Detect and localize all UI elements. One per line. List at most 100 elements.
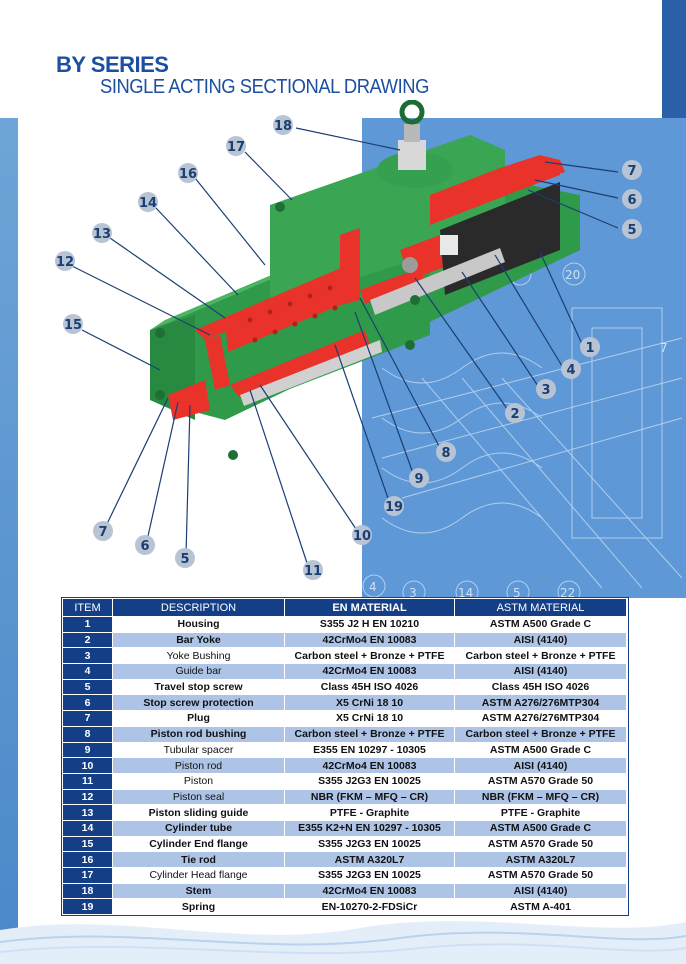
- item-cell: 16: [62, 851, 113, 868]
- header-astm-material: ASTM MATERIAL: [454, 598, 627, 617]
- svg-text:5: 5: [180, 552, 189, 567]
- item-cell: 11: [62, 772, 113, 790]
- astm-material-cell: AISI (4140): [454, 663, 627, 680]
- svg-text:14: 14: [139, 196, 157, 211]
- callouts: 18 17 16 14 13 12 15 7 6 5 1 4 3 2 8 9 1…: [55, 115, 642, 580]
- description-cell: Cylinder tube: [112, 819, 285, 837]
- astm-material-cell: ASTM A500 Grade C: [454, 616, 627, 633]
- item-cell: 19: [62, 898, 113, 916]
- astm-material-cell: NBR (FKM – MFQ – CR): [454, 788, 627, 806]
- item-cell: 5: [62, 678, 113, 696]
- item-cell: 10: [62, 757, 113, 774]
- description-cell: Piston rod bushing: [112, 725, 285, 743]
- svg-text:7: 7: [627, 164, 636, 179]
- item-cell: 18: [62, 882, 113, 900]
- description-cell: Piston sliding guide: [112, 804, 285, 821]
- astm-material-cell: ASTM A570 Grade 50: [454, 772, 627, 790]
- astm-material-cell: ASTM A276/276MTP304: [454, 694, 627, 712]
- astm-material-cell: Carbon steel + Bronze + PTFE: [454, 725, 627, 743]
- callout-7-right: 7: [622, 160, 642, 180]
- materials-table: ITEM DESCRIPTION EN MATERIAL ASTM MATERI…: [62, 598, 627, 916]
- en-material-cell: Class 45H ISO 4026: [284, 678, 455, 696]
- description-cell: Piston seal: [112, 788, 285, 806]
- callout-7-left: 7: [93, 521, 113, 541]
- en-material-cell: Carbon steel + Bronze + PTFE: [284, 725, 455, 743]
- description-cell: Piston: [112, 772, 285, 790]
- item-cell: 17: [62, 867, 113, 884]
- svg-text:10: 10: [353, 529, 371, 544]
- callout-5-left: 5: [175, 548, 195, 568]
- header-description: DESCRIPTION: [112, 598, 285, 617]
- callout-6-right: 6: [622, 189, 642, 209]
- svg-text:1: 1: [585, 341, 594, 356]
- description-cell: Tubular spacer: [112, 741, 285, 759]
- item-cell: 2: [62, 631, 113, 649]
- en-material-cell: X5 CrNi 18 10: [284, 694, 455, 712]
- page-title: BY SERIES: [56, 52, 169, 77]
- callout-12: 12: [55, 251, 75, 271]
- left-decorative-band: [0, 118, 18, 964]
- en-material-cell: EN-10270-2-FDSiCr: [284, 898, 455, 916]
- svg-text:8: 8: [441, 446, 450, 461]
- astm-material-cell: AISI (4140): [454, 757, 627, 774]
- en-material-cell: E355 EN 10297 - 10305: [284, 741, 455, 759]
- en-material-cell: 42CrMo4 EN 10083: [284, 631, 455, 649]
- item-cell: 1: [62, 616, 113, 633]
- item-cell: 14: [62, 819, 113, 837]
- svg-text:2: 2: [510, 407, 519, 422]
- callout-18: 18: [273, 115, 293, 135]
- internal-parts: [240, 182, 560, 406]
- callout-6-left: 6: [135, 535, 155, 555]
- astm-material-cell: PTFE - Graphite: [454, 804, 627, 821]
- en-material-cell: ASTM A320L7: [284, 851, 455, 868]
- en-material-cell: E355 K2+N EN 10297 - 10305: [284, 819, 455, 837]
- svg-text:17: 17: [227, 140, 245, 155]
- description-cell: Spring: [112, 898, 285, 916]
- description-cell: Tie rod: [112, 851, 285, 868]
- svg-text:12: 12: [56, 255, 74, 270]
- en-material-cell: Carbon steel + Bronze + PTFE: [284, 647, 455, 665]
- footer-waves: [0, 921, 686, 964]
- svg-text:11: 11: [304, 564, 322, 579]
- callout-2: 2: [505, 403, 525, 423]
- astm-material-cell: ASTM A500 Grade C: [454, 819, 627, 837]
- item-cell: 12: [62, 788, 113, 806]
- astm-material-cell: ASTM A-401: [454, 898, 627, 916]
- callout-17: 17: [226, 136, 246, 156]
- en-material-cell: 42CrMo4 EN 10083: [284, 882, 455, 900]
- svg-text:15: 15: [64, 318, 82, 333]
- svg-text:13: 13: [93, 227, 111, 242]
- item-cell: 6: [62, 694, 113, 712]
- description-cell: Guide bar: [112, 663, 285, 680]
- description-cell: Travel stop screw: [112, 678, 285, 696]
- callout-4: 4: [561, 359, 581, 379]
- astm-material-cell: Class 45H ISO 4026: [454, 678, 627, 696]
- en-material-cell: S355 J2G3 EN 10025: [284, 835, 455, 853]
- en-material-cell: S355 J2G3 EN 10025: [284, 867, 455, 884]
- en-material-cell: PTFE - Graphite: [284, 804, 455, 821]
- svg-text:18: 18: [274, 119, 292, 134]
- bg-number: 5: [513, 586, 521, 598]
- svg-text:16: 16: [179, 167, 197, 182]
- piston-holes: [247, 285, 338, 343]
- en-material-cell: X5 CrNi 18 10: [284, 710, 455, 727]
- item-cell: 9: [62, 741, 113, 759]
- svg-text:5: 5: [627, 223, 636, 238]
- item-cell: 15: [62, 835, 113, 853]
- page-subtitle: SINGLE ACTING SECTIONAL DRAWING: [100, 76, 429, 98]
